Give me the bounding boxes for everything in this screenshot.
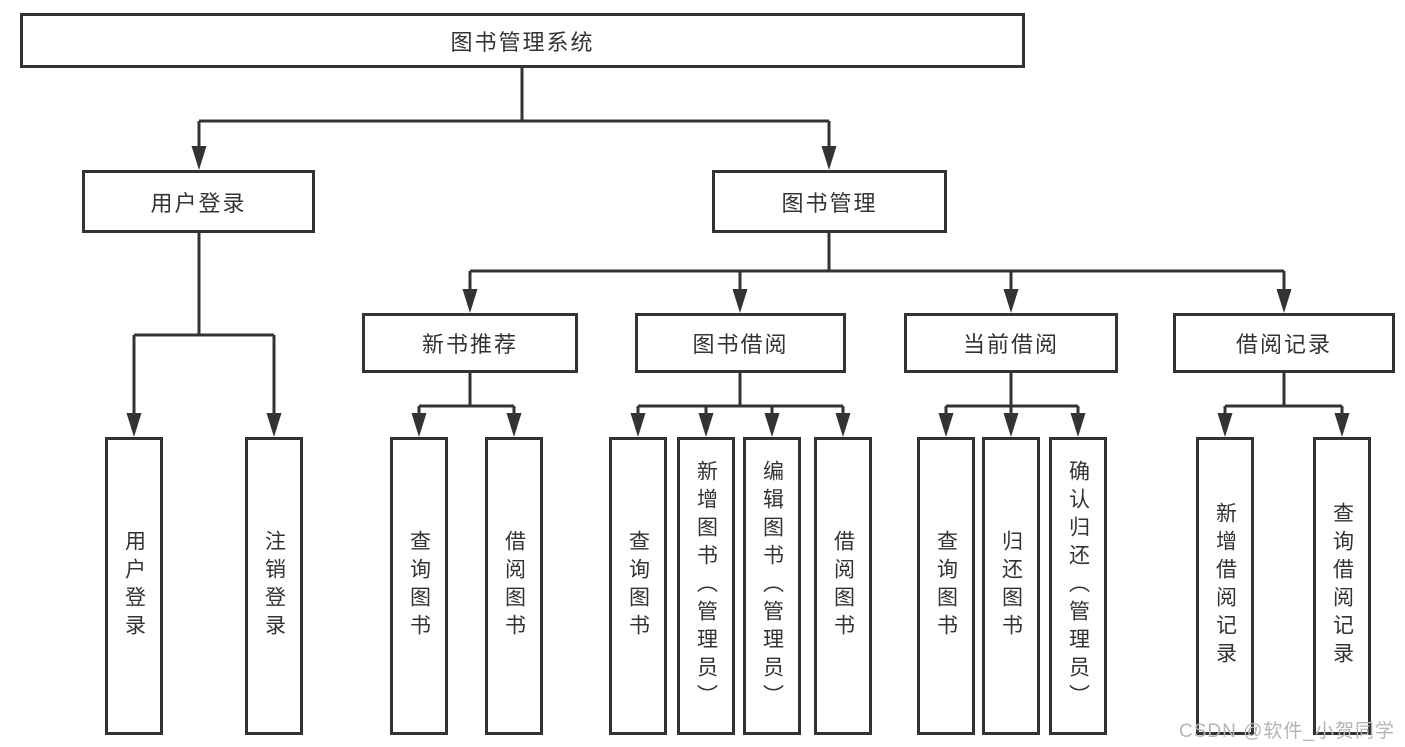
arrowhead-icon	[698, 413, 714, 437]
node-library-system: 图书管理系统	[20, 13, 1025, 68]
arrowhead-icon	[835, 413, 851, 437]
arrowhead-icon	[1003, 289, 1019, 313]
arrowhead-icon	[191, 146, 207, 170]
arrowheads	[126, 146, 1350, 437]
arrowhead-icon	[630, 413, 646, 437]
leaf-add-borrow-record: 新增借阅记录	[1196, 437, 1254, 735]
node-label: 用户登录	[122, 530, 146, 642]
node-label: 查询图书	[626, 530, 650, 642]
arrowhead-icon	[411, 413, 427, 437]
node-label: 编辑图书（管理员）	[760, 460, 784, 712]
node-label: 归还图书	[999, 530, 1023, 642]
node-label: 新书推荐	[421, 332, 518, 357]
node-label: 注销登录	[262, 530, 286, 642]
leaf-confirm-return-admin: 确认归还（管理员）	[1049, 437, 1107, 735]
node-user-login: 用户登录	[82, 170, 315, 233]
arrowhead-icon	[1276, 289, 1292, 313]
node-book-management: 图书管理	[712, 170, 947, 233]
arrowhead-icon	[732, 289, 748, 313]
leaf-add-books-admin: 新增图书（管理员）	[677, 437, 735, 735]
node-label: 图书管理系统	[450, 29, 595, 55]
csdn-watermark: CSDN @软件_小贺同学	[1179, 721, 1395, 742]
node-label: 用户登录	[150, 190, 247, 216]
node-borrow-records: 借阅记录	[1173, 313, 1395, 373]
node-label: 借阅记录	[1235, 332, 1332, 357]
leaf-return-books: 归还图书	[982, 437, 1040, 735]
node-label: 图书管理	[781, 190, 878, 216]
node-label: 图书借阅	[692, 332, 789, 357]
node-label: 借阅图书	[831, 530, 855, 642]
arrowhead-icon	[1334, 413, 1350, 437]
arrowhead-icon	[1070, 413, 1086, 437]
leaf-borrow-books-recommend: 借阅图书	[485, 437, 543, 735]
node-book-borrow: 图书借阅	[635, 313, 846, 373]
node-label: 借阅图书	[502, 530, 526, 642]
arrowhead-icon	[506, 413, 522, 437]
node-label: 确认归还（管理员）	[1066, 460, 1090, 712]
node-label: 查询图书	[407, 530, 431, 642]
leaf-borrow-books: 借阅图书	[814, 437, 872, 735]
leaf-user-login: 用户登录	[105, 437, 163, 735]
node-label: 当前借阅	[962, 332, 1059, 357]
connector-lines	[132, 68, 1344, 415]
leaf-logout-login: 注销登录	[245, 437, 303, 735]
node-label: 查询图书	[934, 530, 958, 642]
arrowhead-icon	[1217, 413, 1233, 437]
arrowhead-icon	[821, 146, 837, 170]
node-label: 新增借阅记录	[1213, 502, 1237, 670]
leaf-edit-books-admin: 编辑图书（管理员）	[743, 437, 801, 735]
arrowhead-icon	[462, 289, 478, 313]
leaf-query-borrow-record: 查询借阅记录	[1313, 437, 1371, 735]
leaf-query-books-recommend: 查询图书	[390, 437, 448, 735]
node-new-book-recommend: 新书推荐	[362, 313, 578, 373]
arrowhead-icon	[764, 413, 780, 437]
arrowhead-icon	[266, 413, 282, 437]
node-label: 查询借阅记录	[1330, 502, 1354, 670]
arrowhead-icon	[126, 413, 142, 437]
arrowhead-icon	[938, 413, 954, 437]
node-label: 新增图书（管理员）	[694, 460, 718, 712]
leaf-query-books-borrow: 查询图书	[609, 437, 667, 735]
leaf-query-books-current: 查询图书	[917, 437, 975, 735]
node-current-borrow: 当前借阅	[904, 313, 1118, 373]
arrowhead-icon	[1003, 413, 1019, 437]
